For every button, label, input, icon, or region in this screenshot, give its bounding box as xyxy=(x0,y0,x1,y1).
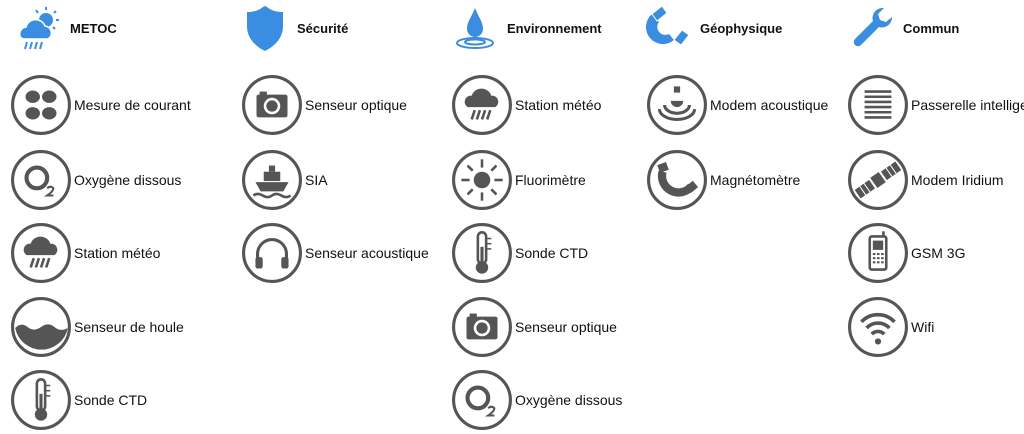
category-header: Sécurité xyxy=(241,4,348,52)
thermometer-icon xyxy=(11,370,71,430)
sensor-item[interactable]: Mesure de courant xyxy=(10,73,214,137)
shield-icon xyxy=(247,6,283,51)
sensor-item[interactable]: Station météo xyxy=(10,221,214,285)
sensor-item[interactable]: Fluorimètre xyxy=(451,148,655,212)
headphones-icon xyxy=(242,223,302,283)
magnet-icon xyxy=(645,5,690,46)
wrench-icon xyxy=(853,7,893,47)
wifi-icon xyxy=(848,297,908,357)
satellite-icon xyxy=(848,150,908,210)
sensor-item[interactable]: Sonde CTD xyxy=(451,221,655,285)
sensor-label: Magnétomètre xyxy=(710,171,801,188)
sensor-label: Oxygène dissous xyxy=(74,171,182,188)
sensor-label: Sonde CTD xyxy=(515,244,589,261)
sensor-item[interactable]: Senseur de houle xyxy=(10,295,214,359)
sensor-item[interactable]: Modem acoustique xyxy=(646,73,850,137)
sensor-label: Mesure de courant xyxy=(74,96,191,113)
sensor-label: SIA xyxy=(305,171,328,188)
current-meter-icon xyxy=(11,75,71,135)
sensor-item[interactable]: Senseur acoustique xyxy=(241,221,445,285)
magnet-icon xyxy=(647,150,707,210)
category-header: Géophysique xyxy=(644,4,782,52)
sensor-item[interactable]: Senseur optique xyxy=(451,295,655,359)
wave-icon xyxy=(11,297,71,357)
sensor-item[interactable]: Wifi xyxy=(847,295,1024,359)
sensor-item[interactable]: GSM 3G xyxy=(847,221,1024,285)
sensor-label: Sonde CTD xyxy=(74,391,148,408)
sensor-label: Modem acoustique xyxy=(710,96,829,113)
sensor-label: Senseur optique xyxy=(305,96,407,113)
category-2: Environnement Station météo Fluorimètre … xyxy=(451,0,651,434)
sensor-item[interactable]: SIA xyxy=(241,148,445,212)
category-4: Commun Passerelle intelligente Modem Iri… xyxy=(847,0,1024,434)
rain-cloud-icon xyxy=(452,75,512,135)
sensor-label: Station météo xyxy=(515,96,602,113)
category-3: Géophysique Modem acoustique Magnétomètr… xyxy=(644,0,846,434)
camera-icon xyxy=(242,75,302,135)
sensor-item[interactable]: Sonde CTD xyxy=(10,368,214,432)
category-header: METOC xyxy=(14,4,117,52)
sensor-label: Senseur de houle xyxy=(74,318,184,335)
sensor-item[interactable]: Senseur optique xyxy=(241,73,445,137)
sun-icon xyxy=(452,150,512,210)
sensor-label: Fluorimètre xyxy=(515,171,586,188)
category-title: Environnement xyxy=(507,20,602,36)
sensor-label: GSM 3G xyxy=(911,244,966,261)
sensor-label: Oxygène dissous xyxy=(515,391,623,408)
sensor-item[interactable]: Station météo xyxy=(451,73,655,137)
sensor-label: Senseur optique xyxy=(515,318,617,335)
category-1: Sécurité Senseur optique SIA Senseur aco… xyxy=(241,0,441,434)
oxygen-icon xyxy=(452,370,512,430)
sensor-label: Wifi xyxy=(911,318,935,335)
camera-icon xyxy=(452,297,512,357)
oxygen-icon xyxy=(11,150,71,210)
sensor-label: Senseur acoustique xyxy=(305,244,429,261)
category-header: Environnement xyxy=(451,4,602,52)
sensor-label: Passerelle intelligente xyxy=(911,96,1024,113)
water-drop-icon xyxy=(456,8,494,49)
sonar-icon xyxy=(647,75,707,135)
category-title: Sécurité xyxy=(297,20,349,36)
sensor-item[interactable]: Modem Iridium xyxy=(847,148,1024,212)
sensor-item[interactable]: Magnétomètre xyxy=(646,148,850,212)
category-title: Commun xyxy=(903,20,960,36)
category-title: Géophysique xyxy=(700,20,783,36)
thermometer-icon xyxy=(452,223,512,283)
ship-icon xyxy=(242,150,302,210)
sensor-label: Station météo xyxy=(74,244,161,261)
cloud-sun-rain-icon xyxy=(18,7,59,50)
category-0: METOC Mesure de courant Oxygène dissous … xyxy=(10,0,210,434)
sensor-item[interactable]: Oxygène dissous xyxy=(10,148,214,212)
category-header: Commun xyxy=(847,4,959,52)
gateway-icon xyxy=(848,75,908,135)
sensor-label: Modem Iridium xyxy=(911,171,1004,188)
rain-cloud-icon xyxy=(11,223,71,283)
mobile-phone-icon xyxy=(848,223,908,283)
category-title: METOC xyxy=(70,20,117,36)
sensor-item[interactable]: Oxygène dissous xyxy=(451,368,655,432)
sensor-item[interactable]: Passerelle intelligente xyxy=(847,73,1024,137)
